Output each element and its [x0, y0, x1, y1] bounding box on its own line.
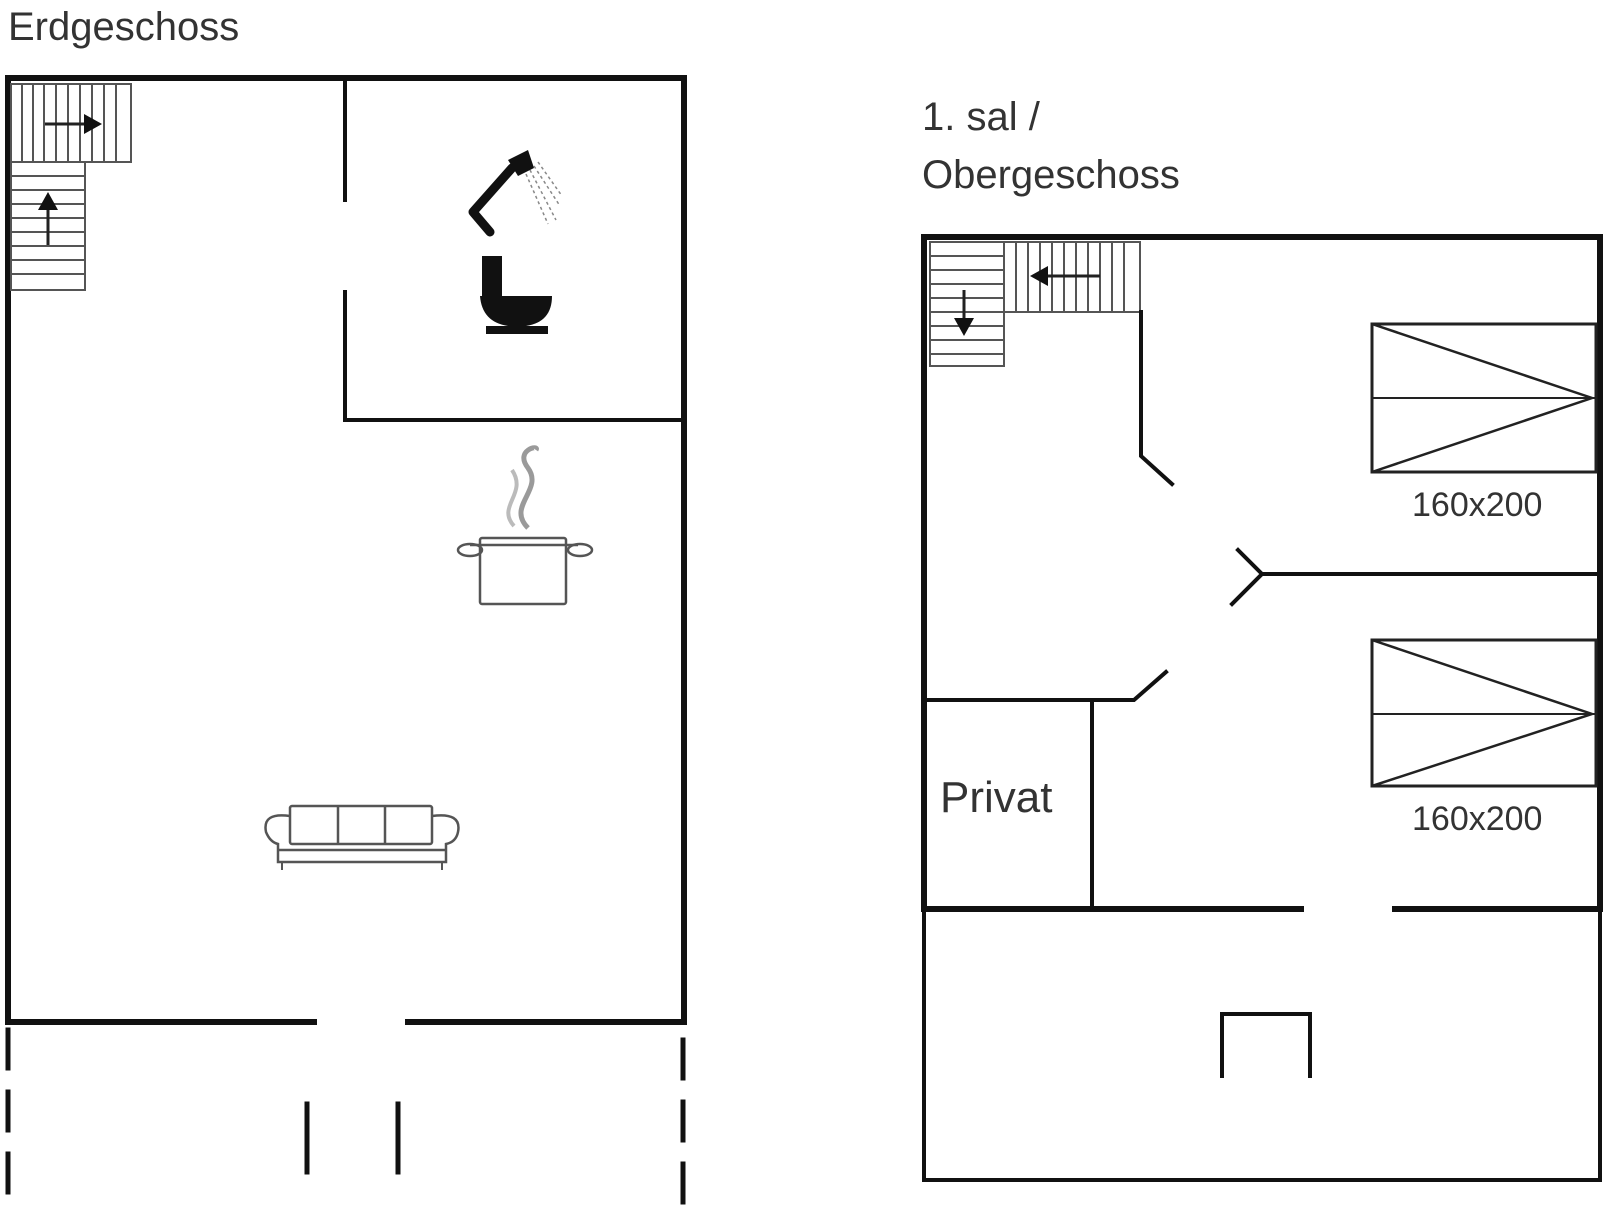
hall-door-jamb: [1229, 547, 1265, 607]
stairs-icon: [10, 83, 132, 291]
shower-spray: [525, 161, 563, 225]
steam-2: [506, 468, 519, 528]
ground-outer-walls: [5, 75, 687, 1025]
upper-floor-label-line2: Obergeschoss: [922, 153, 1180, 197]
pot-body: [478, 536, 568, 606]
stairs-icon: [929, 241, 1141, 367]
sofa-icon: [264, 804, 460, 870]
stairs-arrow-up-head: [38, 192, 58, 210]
ground-terrace: [5, 1027, 686, 1205]
toilet-icon: [480, 256, 552, 334]
bed-top-pillow-lines: [1371, 322, 1596, 474]
upper-door-opening: [1304, 905, 1392, 914]
ground-floor-label: Erdgeschoss: [8, 5, 239, 49]
private-room-top-wall: [926, 669, 1169, 702]
shower-head: [508, 150, 534, 176]
upper-balcony-outline: [922, 910, 1602, 1182]
toilet-tank: [482, 256, 502, 300]
upper-stairs-left-flight: [929, 241, 1005, 367]
stairs-lower-flight: [10, 161, 86, 291]
stairs-arrow-right-head: [84, 114, 102, 134]
ground-floor-plan: [5, 75, 687, 1205]
toilet-base: [486, 326, 548, 334]
shower-pipe: [468, 163, 517, 237]
pot-handle-left: [456, 542, 484, 558]
shower-icon: [468, 150, 563, 237]
pot-handle-right: [566, 542, 594, 558]
cooking-pot-icon: [456, 445, 594, 606]
double-bed-icon: [1370, 638, 1598, 788]
bed-top-size-label: 160x200: [1412, 486, 1542, 524]
bed-bottom-size-label: 160x200: [1412, 800, 1542, 838]
steam-1: [518, 445, 539, 530]
upper-floor-label-line1: 1. sal /: [922, 95, 1041, 139]
sofa-back: [288, 804, 434, 846]
upper-floor-plan: Privat 160x200 160x200: [921, 234, 1603, 1182]
upper-balcony-fixture: [1220, 1012, 1312, 1078]
toilet-bowl: [480, 296, 552, 326]
hall-wall-upper: [1139, 310, 1175, 487]
sofa-arms: [264, 814, 460, 864]
bed-bottom-pillow-lines: [1371, 638, 1596, 788]
private-room-label: Privat: [940, 773, 1052, 822]
double-bed-icon: [1370, 322, 1598, 474]
upper-stairs-top-flight: [1003, 241, 1141, 313]
upper-stairs-arrow-left-head: [1030, 266, 1048, 286]
upper-stairs-arrow-down-head: [954, 318, 974, 336]
